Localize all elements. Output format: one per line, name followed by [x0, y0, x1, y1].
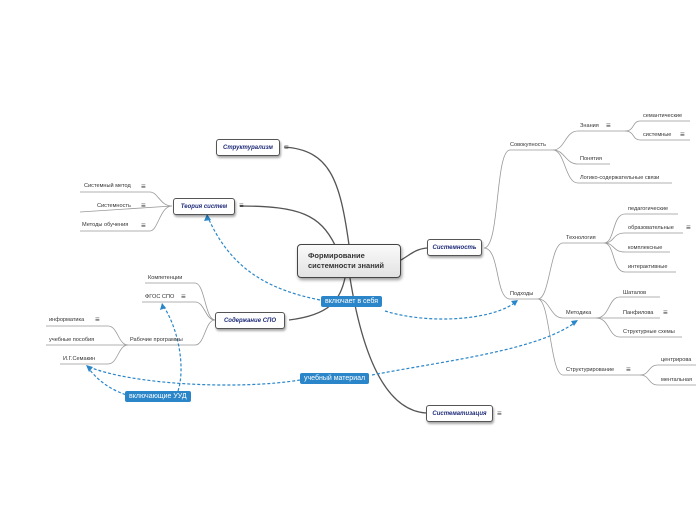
leaf-informatika[interactable]: информатика — [49, 317, 85, 323]
leaf-pedagogicheskie[interactable]: педагогические — [628, 206, 669, 212]
arrow-heads — [86, 214, 578, 372]
central-topic-line2: системности знаний — [308, 261, 384, 270]
leaf-sistemnost[interactable]: Системность — [97, 203, 131, 209]
note-icon[interactable]: ≡ — [141, 221, 146, 230]
relationship-arrows — [86, 214, 578, 399]
leaf-mentalnaya[interactable]: ментальная — [661, 377, 693, 383]
leaf-znaniya[interactable]: Знания — [580, 123, 599, 129]
leaf-panfilova[interactable]: Панфилова — [623, 310, 654, 316]
leaf-rabochie-programmy[interactable]: Рабочие программы — [130, 337, 183, 343]
leaf-kompetentsii[interactable]: Компетенции — [148, 275, 183, 281]
leaf-strukturnye-skhemy[interactable]: Структурные схемы — [623, 329, 675, 335]
leaf-podkhody[interactable]: Подходы — [510, 291, 534, 297]
leaf-tsentrirovannaya[interactable]: центрирова — [661, 357, 692, 363]
right-connectors — [483, 120, 696, 386]
topic-sistematizatsiya[interactable]: Систематизация — [426, 405, 493, 422]
note-icon[interactable]: ≡ — [284, 143, 289, 152]
note-icon[interactable]: ≡ — [239, 201, 244, 210]
left-connectors — [46, 191, 216, 365]
relation-label-vklyuchaet[interactable]: включает в себя — [321, 296, 383, 307]
topic-soderzhanie-spo[interactable]: Содержание СПО — [215, 312, 285, 329]
leaf-strukturirovanie[interactable]: Структурирование — [566, 367, 615, 373]
leaf-obrazovatelnye[interactable]: образовательные — [628, 225, 674, 231]
note-icon[interactable]: ≡ — [497, 409, 502, 418]
central-topic-line1: Формирование — [308, 251, 365, 260]
topic-sistemnost[interactable]: Системность — [427, 239, 482, 256]
note-icon[interactable]: ≡ — [626, 365, 631, 374]
leaf-interaktivnye[interactable]: интерактивные — [628, 264, 668, 270]
leaf-metodika[interactable]: Методика — [566, 310, 592, 316]
relation-label-uchebnyi-material[interactable]: учебный материал — [300, 373, 370, 384]
note-icon[interactable]: ≡ — [181, 292, 186, 301]
central-topic[interactable]: Формирование системности знаний — [297, 244, 401, 278]
topic-teoriya-sistem[interactable]: Теория систем — [173, 198, 235, 215]
note-icon[interactable]: ≡ — [686, 223, 691, 232]
relation-label-uud[interactable]: включающие УУД — [125, 391, 191, 402]
leaf-semakin[interactable]: И.Г.Семакин — [63, 356, 96, 362]
leaf-uchebnye-posobiya[interactable]: учебные пособия — [49, 337, 95, 343]
leaf-fgos-spo[interactable]: ФГОС СПО — [145, 294, 175, 300]
leaf-logiko-soderzhatelnye-svyazi[interactable]: Логико-содержательные связи — [580, 175, 660, 181]
leaf-sistemnyi-metod[interactable]: Системный метод — [84, 183, 131, 189]
leaf-tekhnologiya[interactable]: Технология — [566, 235, 596, 241]
topic-strukturalizm[interactable]: Структурализм — [216, 139, 280, 156]
note-icon[interactable]: ≡ — [141, 201, 146, 210]
leaf-semanticheskie[interactable]: семантические — [643, 113, 683, 119]
leaf-shatalov[interactable]: Шаталов — [623, 290, 647, 296]
note-icon[interactable]: ≡ — [141, 182, 146, 191]
leaf-sovokupnost[interactable]: Совокупность — [510, 142, 546, 148]
note-icon[interactable]: ≡ — [95, 315, 100, 324]
leaf-sistemnye[interactable]: системные — [643, 132, 672, 138]
leaf-ponyatiya[interactable]: Понятия — [580, 156, 602, 162]
leaf-kompleksnye[interactable]: комплексные — [628, 245, 663, 251]
note-icon[interactable]: ≡ — [663, 308, 668, 317]
note-icon[interactable]: ≡ — [606, 121, 611, 130]
note-icon[interactable]: ≡ — [680, 130, 685, 139]
leaf-metody-obucheniya[interactable]: Методы обучения — [82, 222, 129, 228]
